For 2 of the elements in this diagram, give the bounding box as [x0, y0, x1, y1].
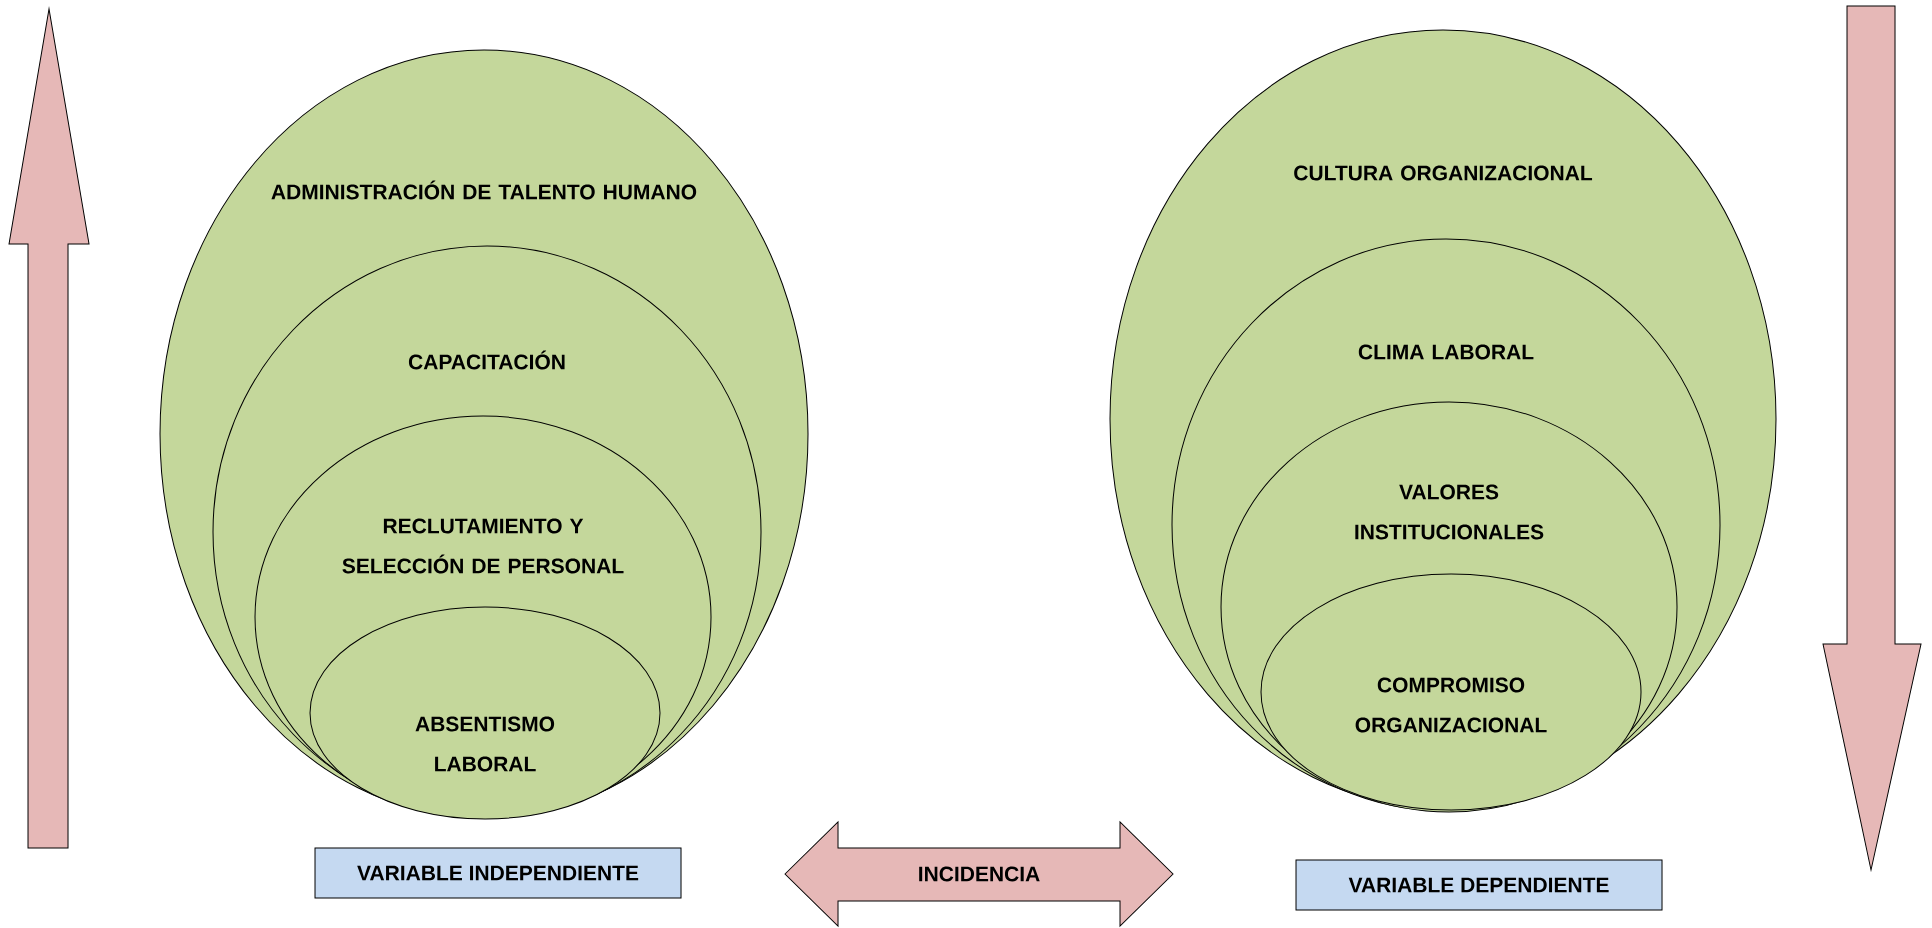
variable-box: VARIABLE DEPENDIENTE: [1295, 859, 1663, 911]
variable-box: VARIABLE INDEPENDIENTE: [314, 847, 682, 899]
